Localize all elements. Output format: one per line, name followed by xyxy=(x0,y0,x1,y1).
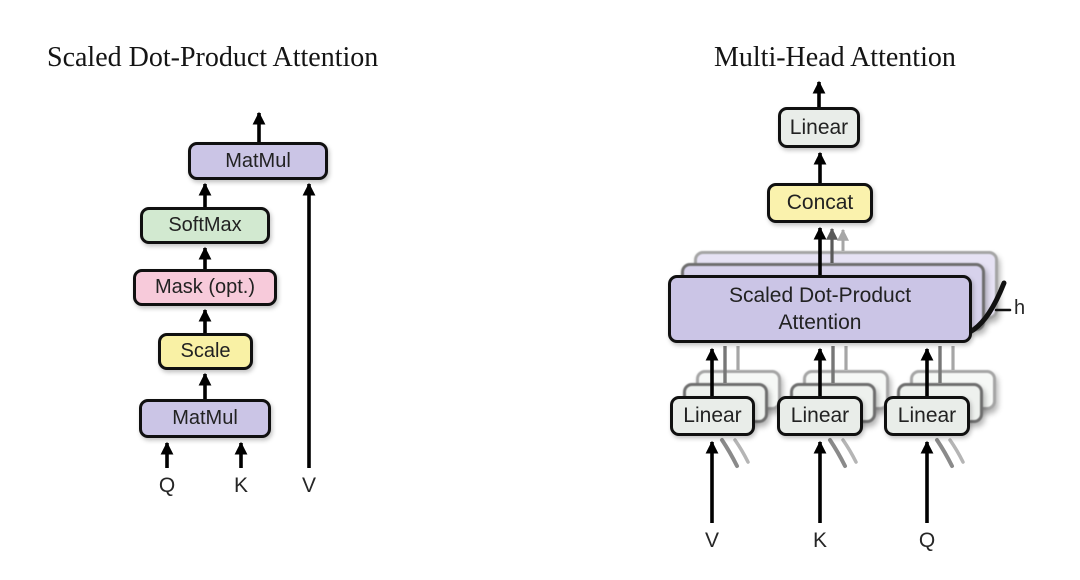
linear-q-box: Linear xyxy=(884,396,970,436)
matmul-bottom-box: MatMul xyxy=(139,399,271,438)
scale-box: Scale xyxy=(158,333,253,370)
scaled-dot-product-attention-box: Scaled Dot-Product Attention xyxy=(668,275,972,343)
left-input-q-label: Q xyxy=(158,474,176,497)
right-input-q-label: Q xyxy=(918,529,936,552)
left-diagram-arrows xyxy=(160,111,316,468)
left-diagram-title: Scaled Dot-Product Attention xyxy=(47,42,379,73)
right-input-v-label: V xyxy=(704,529,719,552)
head-ghost-arrows xyxy=(723,227,955,383)
linear-v-box: Linear xyxy=(670,396,755,436)
mask-box: Mask (opt.) xyxy=(133,269,277,306)
left-input-v-label: V xyxy=(301,474,316,497)
right-input-k-label: K xyxy=(812,529,827,552)
concat-box: Concat xyxy=(767,183,873,223)
linear-output-box: Linear xyxy=(778,107,860,148)
attention-label-line1: Scaled Dot-Product xyxy=(728,284,912,307)
ghost-tails xyxy=(720,438,965,468)
linear-k-box: Linear xyxy=(777,396,863,436)
matmul-top-box: MatMul xyxy=(188,142,328,180)
head-count-label: h xyxy=(1014,297,1026,319)
right-diagram-arrows xyxy=(705,80,934,523)
left-input-k-label: K xyxy=(233,474,248,497)
right-diagram-title: Multi-Head Attention xyxy=(714,42,956,73)
softmax-box: SoftMax xyxy=(140,207,270,244)
attention-label-line2: Attention xyxy=(778,311,862,334)
